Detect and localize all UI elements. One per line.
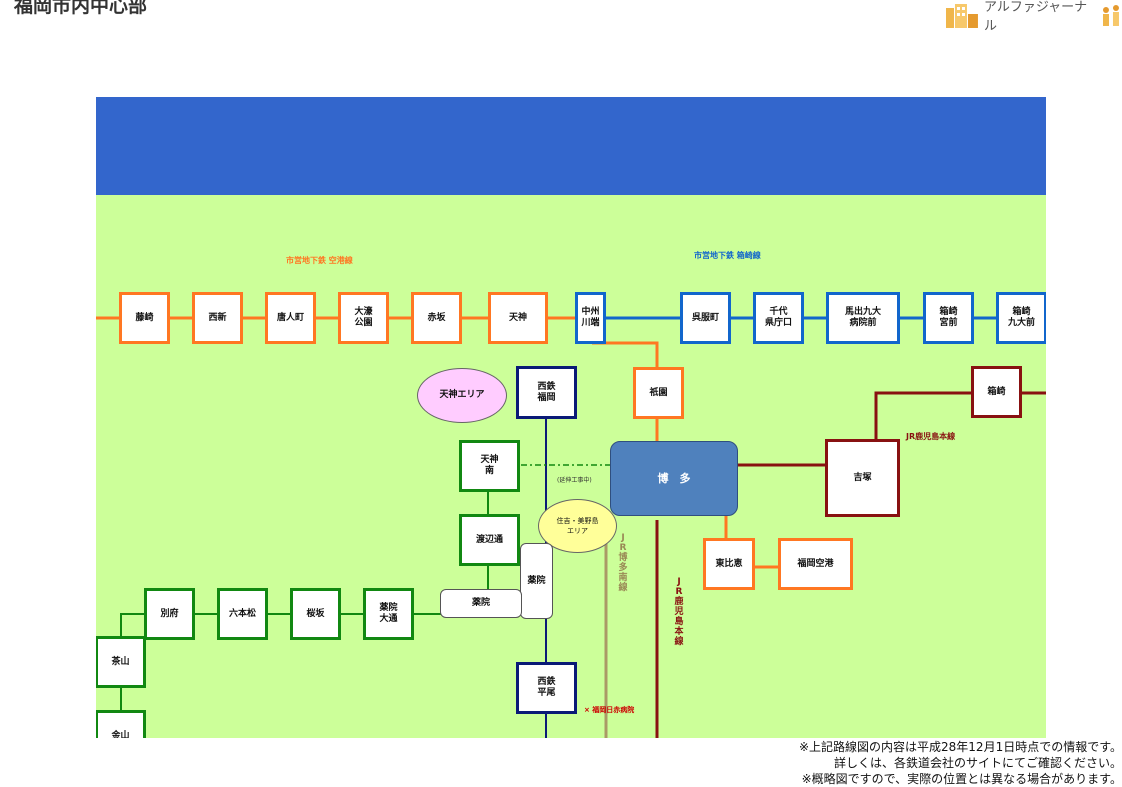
kuko-line-hakata-branch bbox=[592, 341, 659, 370]
jr-kagoshima-vertical-label: JR鹿児島本線 bbox=[674, 577, 684, 647]
jr-kagoshima-line-label: JR鹿児島本線 bbox=[906, 432, 956, 441]
station-sakurazaka[interactable]: 桜坂 bbox=[290, 588, 341, 640]
station-hakozakikyudaimae[interactable]: 箱崎 九大前 bbox=[996, 292, 1046, 344]
station-fukuoka-airport[interactable]: 福岡空港 bbox=[778, 538, 853, 590]
station-nakasu-kawabata[interactable]: 中州 川端 bbox=[575, 292, 606, 344]
station-kanayama[interactable]: 金山 bbox=[96, 710, 146, 738]
station-nishitetsu-fukuoka[interactable]: 西鉄 福岡 bbox=[516, 366, 577, 419]
station-tenjin[interactable]: 天神 bbox=[488, 292, 548, 344]
station-maidashi-kyudaibyoinmae[interactable]: 馬出九大 病院前 bbox=[826, 292, 900, 344]
route-lines bbox=[96, 316, 1046, 738]
extension-note: (延伸工事中) bbox=[557, 477, 592, 484]
station-yakuin-nishitetsu[interactable]: 薬院 bbox=[520, 543, 553, 619]
station-nishijin[interactable]: 西新 bbox=[192, 292, 243, 344]
nanakuma-line-west bbox=[120, 613, 144, 638]
station-akasaka[interactable]: 赤坂 bbox=[411, 292, 462, 344]
station-watanabedori[interactable]: 渡辺通 bbox=[459, 514, 520, 566]
station-higashihie[interactable]: 東比恵 bbox=[703, 538, 755, 590]
kuko-line-label: 市営地下鉄 空港線 bbox=[286, 256, 353, 265]
station-hakozakimiyamae[interactable]: 箱崎 宮前 bbox=[923, 292, 974, 344]
station-tenjin-minami[interactable]: 天神 南 bbox=[459, 440, 520, 492]
station-ohorikoen[interactable]: 大濠 公園 bbox=[338, 292, 389, 344]
note-line-2: 詳しくは、各鉄道会社のサイトにてご確認ください。 bbox=[833, 756, 1122, 770]
station-hakozaki-jr[interactable]: 箱崎 bbox=[971, 366, 1022, 418]
header-banner bbox=[96, 97, 1046, 195]
station-nishitetsu-hirao[interactable]: 西鉄 平尾 bbox=[516, 662, 577, 714]
station-yakuin-subway[interactable]: 薬院 bbox=[440, 589, 522, 618]
note-line-1: ※上記路線図の内容は平成28年12月1日時点での情報です。 bbox=[798, 740, 1122, 754]
tenjin-area: 天神エリア bbox=[417, 368, 507, 423]
station-hakata[interactable]: 博 多 bbox=[610, 441, 738, 516]
building-icon bbox=[945, 4, 978, 28]
station-ropponmatsu[interactable]: 六本松 bbox=[217, 588, 268, 640]
people-icon bbox=[1103, 5, 1120, 26]
station-fujisaki[interactable]: 藤崎 bbox=[119, 292, 170, 344]
station-tojinmachi[interactable]: 唐人町 bbox=[265, 292, 316, 344]
station-chiyo-kenchoguchi[interactable]: 千代 県庁口 bbox=[753, 292, 804, 344]
route-map: 市営地下鉄 空港線 市営地下鉄 箱崎線 JR鹿児島本線 JR鹿児島本線 JR博多… bbox=[96, 195, 1046, 738]
station-gion[interactable]: 祇園 bbox=[633, 367, 684, 419]
hakozaki-line-label: 市営地下鉄 箱崎線 bbox=[694, 251, 761, 260]
jr-line-yoshizuka-hakozaki bbox=[874, 391, 971, 441]
station-yoshizuka[interactable]: 吉塚 bbox=[825, 439, 900, 517]
station-yakuin-odori[interactable]: 薬院 大通 bbox=[363, 588, 414, 640]
page-title: 福岡市内中心部 bbox=[14, 0, 148, 17]
logo-text: アルファジャーナル bbox=[983, 0, 1088, 34]
station-chayama[interactable]: 茶山 bbox=[96, 636, 146, 688]
note-line-3: ※概略図ですので、実際の位置とは異なる場合があります。 bbox=[801, 772, 1122, 786]
jr-hakata-minami-label: JR博多南線 bbox=[618, 533, 628, 593]
station-gofukumachi[interactable]: 呉服町 bbox=[680, 292, 731, 344]
landmark-fukuoka-red-cross-hospital: × 福岡日赤病院 bbox=[584, 706, 635, 714]
station-beppu[interactable]: 別府 bbox=[144, 588, 195, 640]
logo: アルファジャーナル bbox=[944, 0, 1122, 34]
